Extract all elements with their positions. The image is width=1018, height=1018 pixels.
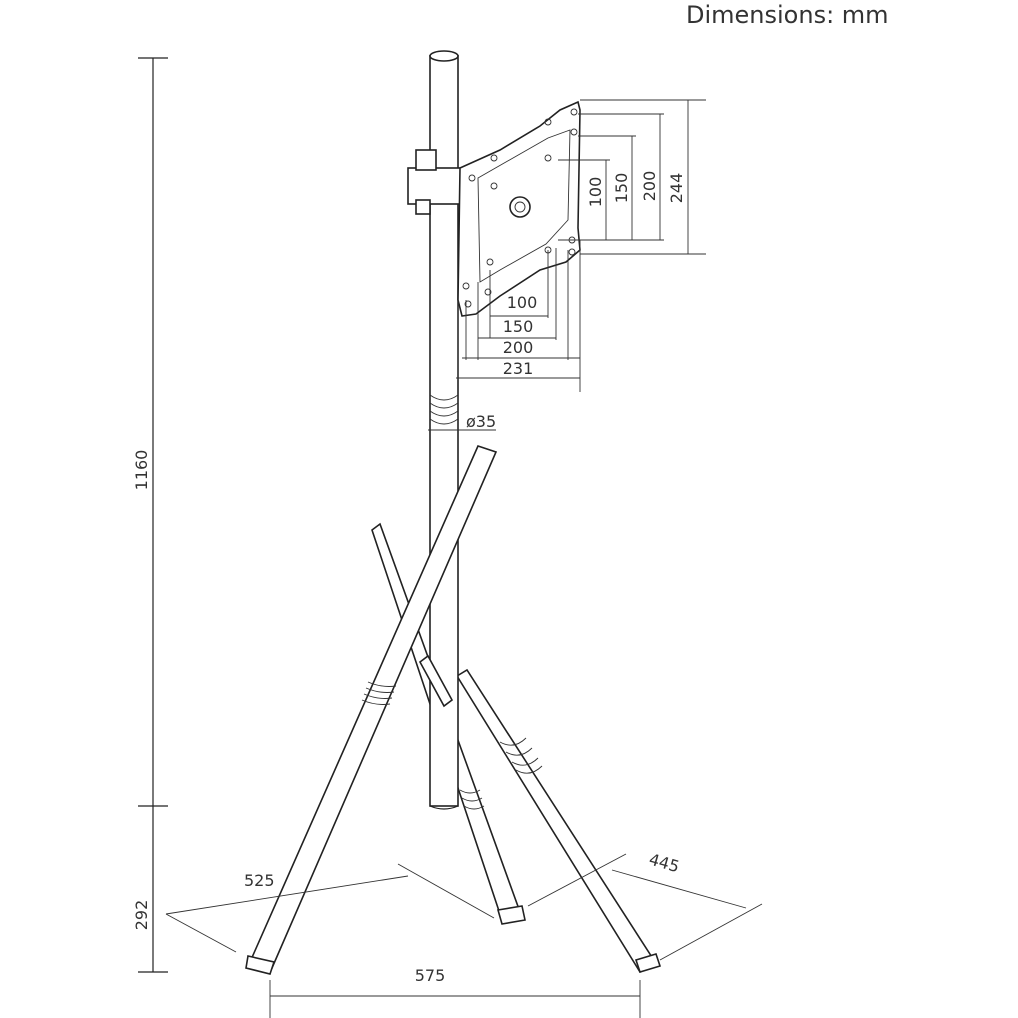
- units-label: Dimensions: mm: [686, 1, 889, 29]
- plate-width-150: 150: [503, 317, 534, 336]
- total-height-dimension: 1160 292: [132, 57, 168, 973]
- left-footprint-dimension: 525: [165, 863, 495, 953]
- plate-width-100: 100: [507, 293, 538, 312]
- plate-width-dimensions: 100 150 200 231: [456, 240, 581, 392]
- right-leg: [455, 668, 662, 973]
- total-height-label: 1160: [132, 450, 151, 491]
- right-footprint-dimension: 445: [527, 850, 763, 961]
- plate-height-200: 200: [640, 171, 659, 202]
- plate-height-244: 244: [667, 173, 686, 204]
- base-height-label: 292: [132, 900, 151, 931]
- base-width-dimension: 575: [269, 966, 641, 1018]
- leg-right-label: 445: [647, 850, 682, 877]
- vesa-mounting-plate: [457, 100, 581, 317]
- front-left-leg: [245, 445, 498, 975]
- plate-height-dimensions: 100 150 200 244: [558, 99, 706, 255]
- plate-width-231: 231: [503, 359, 534, 378]
- leg-left-label: 525: [244, 871, 275, 890]
- plate-width-200: 200: [503, 338, 534, 357]
- plate-height-150: 150: [612, 173, 631, 204]
- pole-diameter-label: ø35: [466, 412, 496, 431]
- plate-height-100: 100: [586, 177, 605, 208]
- pole-diameter-dimension: ø35: [428, 412, 496, 431]
- base-width-label: 575: [415, 966, 446, 985]
